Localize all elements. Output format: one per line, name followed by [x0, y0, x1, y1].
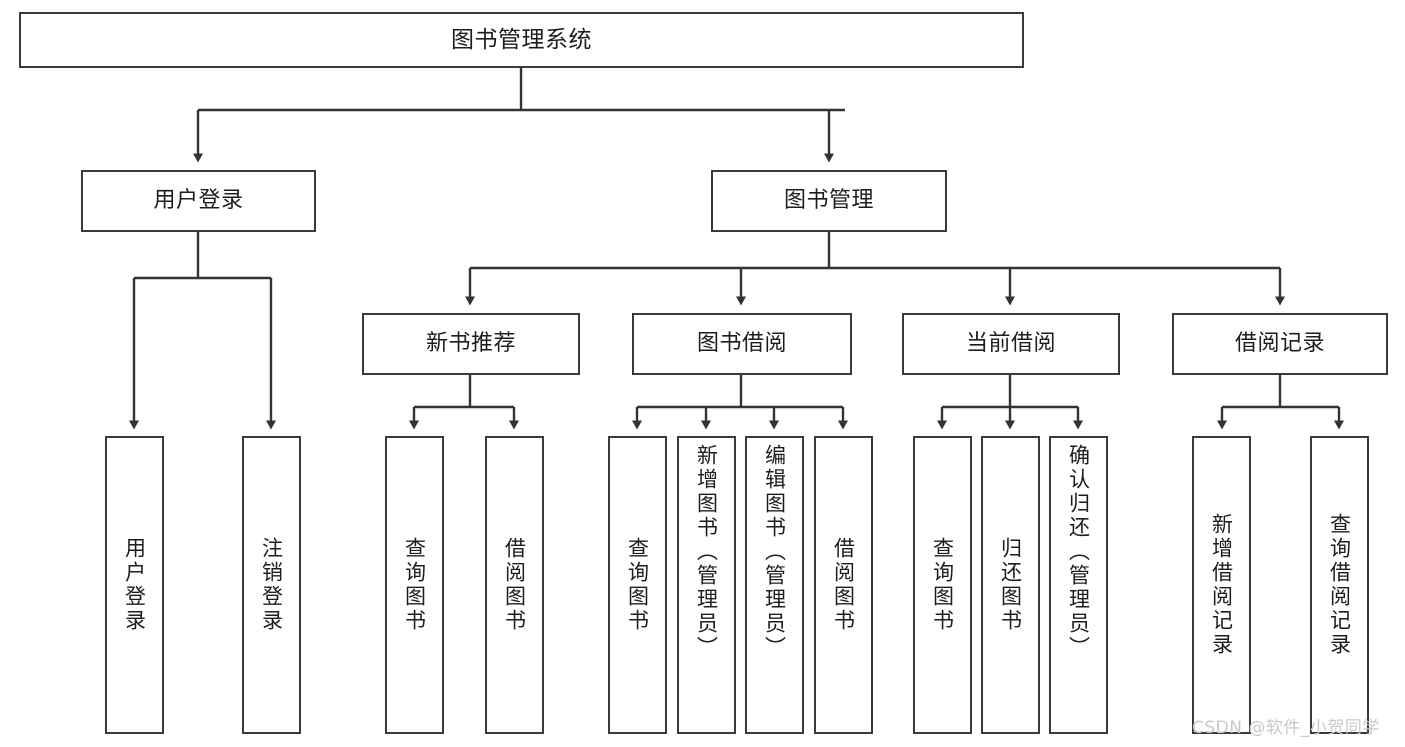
node-book-borrow[interactable]: 图书借阅: [632, 313, 852, 375]
leaf-query-book-3-label: 查询图书: [930, 537, 955, 633]
leaf-logout-label: 注销登录: [259, 537, 284, 633]
leaf-query-record-label: 查询借阅记录: [1327, 513, 1352, 657]
node-current-borrow[interactable]: 当前借阅: [902, 313, 1120, 375]
leaf-query-record[interactable]: 查询借阅记录: [1310, 436, 1369, 734]
node-book-borrow-label: 图书借阅: [696, 331, 787, 357]
leaf-return-book-label: 归还图书: [998, 537, 1023, 633]
leaf-add-record-label: 新增借阅记录: [1209, 513, 1234, 657]
watermark: CSDN @软件_小贺同学: [1192, 718, 1380, 738]
leaf-borrow-book-2-label: 借阅图书: [831, 537, 856, 633]
node-new-book-recommend-label: 新书推荐: [425, 331, 516, 357]
node-borrow-record-label: 借阅记录: [1234, 331, 1325, 357]
leaf-borrow-book-2[interactable]: 借阅图书: [814, 436, 873, 734]
node-root-label: 图书管理系统: [451, 26, 592, 53]
node-borrow-record[interactable]: 借阅记录: [1172, 313, 1388, 375]
leaf-add-record[interactable]: 新增借阅记录: [1192, 436, 1251, 734]
node-book-manage-label: 图书管理: [783, 188, 874, 214]
leaf-return-book[interactable]: 归还图书: [981, 436, 1040, 734]
leaf-confirm-return[interactable]: 确认归还（管理员）: [1049, 436, 1108, 734]
leaf-query-book-2-label: 查询图书: [625, 537, 650, 633]
leaf-user-login-label: 用户登录: [122, 537, 147, 633]
leaf-edit-book[interactable]: 编辑图书（管理员）: [745, 436, 804, 734]
leaf-query-book-1[interactable]: 查询图书: [385, 436, 444, 734]
leaf-confirm-return-label: 确认归还（管理员）: [1066, 444, 1091, 660]
leaf-add-book-label: 新增图书（管理员）: [694, 444, 719, 660]
node-current-borrow-label: 当前借阅: [965, 331, 1056, 357]
leaf-query-book-1-label: 查询图书: [402, 537, 427, 633]
leaf-edit-book-label: 编辑图书（管理员）: [762, 444, 787, 660]
node-new-book-recommend[interactable]: 新书推荐: [362, 313, 580, 375]
leaf-logout[interactable]: 注销登录: [242, 436, 301, 734]
leaf-query-book-2[interactable]: 查询图书: [608, 436, 667, 734]
leaf-query-book-3[interactable]: 查询图书: [913, 436, 972, 734]
leaf-borrow-book-1-label: 借阅图书: [502, 537, 527, 633]
node-book-manage[interactable]: 图书管理: [711, 170, 947, 232]
leaf-user-login[interactable]: 用户登录: [105, 436, 164, 734]
leaf-add-book[interactable]: 新增图书（管理员）: [677, 436, 736, 734]
node-user-login-label: 用户登录: [153, 188, 244, 214]
node-root[interactable]: 图书管理系统: [19, 12, 1024, 68]
node-user-login[interactable]: 用户登录: [81, 170, 316, 232]
leaf-borrow-book-1[interactable]: 借阅图书: [485, 436, 544, 734]
